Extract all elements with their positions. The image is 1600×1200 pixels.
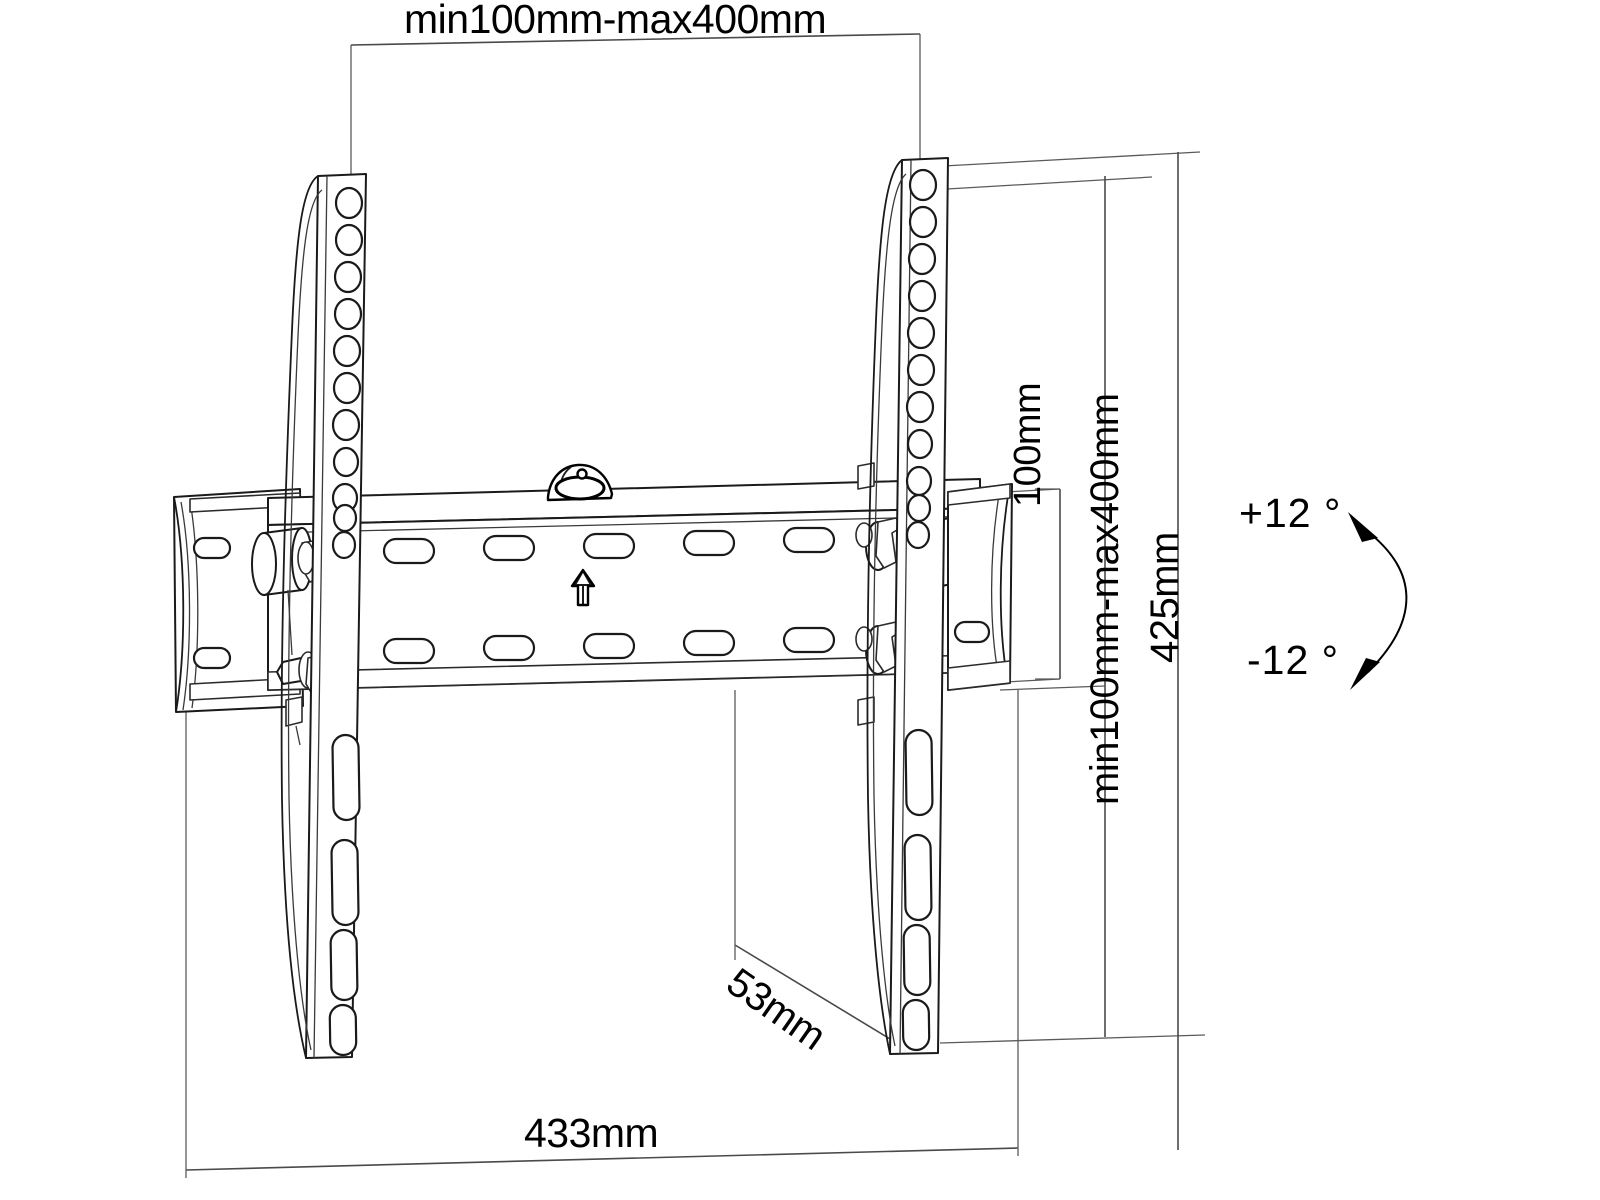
horizontal-rail <box>267 463 981 691</box>
right-rail-slots <box>901 728 934 1052</box>
dim-100mm <box>1035 488 1061 680</box>
left-vertical-rail <box>280 173 367 1059</box>
right-vertical-rail <box>866 157 949 1055</box>
dimension-label-overall-width: 433mm <box>524 1110 659 1156</box>
tilt-label-up: +12 ° <box>1239 490 1342 536</box>
dim-433mm <box>185 690 1019 1178</box>
bubble-level-icon <box>546 463 614 502</box>
tilt-label-down: -12 ° <box>1247 637 1340 683</box>
dim-53mm <box>734 690 906 1049</box>
up-arrow-icon <box>570 568 596 607</box>
dimension-label-overall-height: 425mm <box>1143 532 1187 663</box>
dimension-label-100mm: 100mm <box>1007 382 1049 507</box>
dim-top-width <box>350 33 921 215</box>
dimension-lines <box>185 33 1206 1178</box>
rail-slot-row-upper <box>382 526 836 565</box>
dimension-label-top-width: min100mm-max400mm <box>404 0 827 42</box>
curved-double-arrow-icon <box>1348 512 1408 690</box>
dimension-label-vertical-range: min100mm-max400mm <box>1083 393 1127 805</box>
right-wall-plate <box>947 483 1013 691</box>
left-rail-slots <box>328 733 361 1057</box>
right-rail-holes <box>905 168 938 550</box>
left-rail-holes <box>331 186 364 560</box>
dim-right-leaders <box>924 151 1206 1044</box>
rail-slot-row-lower <box>382 626 836 665</box>
